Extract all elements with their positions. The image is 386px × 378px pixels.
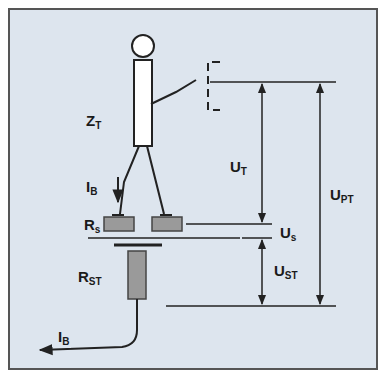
earth-resistance [128,251,146,299]
voltage-label: UST [272,262,300,282]
current-path [40,299,137,350]
standing-resistance [104,217,134,231]
current-label: IB [84,178,99,198]
earth-plate [114,244,162,247]
voltage-arrows [262,84,320,304]
reference-lines [166,82,336,306]
exposed-part [208,62,220,110]
voltage-label: UPT [328,186,356,206]
standing-resistance [152,217,182,231]
current-arrow [117,177,119,202]
resistance-label: Rs [82,216,102,236]
current-label: IB [56,328,71,348]
impedance-label: ZT [84,112,103,132]
voltage-label: UT [228,158,249,178]
person-figure [112,35,196,215]
voltage-label: Us [278,224,298,244]
resistance-label: RST [76,268,104,288]
frame [9,9,377,369]
floor-line [88,237,240,239]
